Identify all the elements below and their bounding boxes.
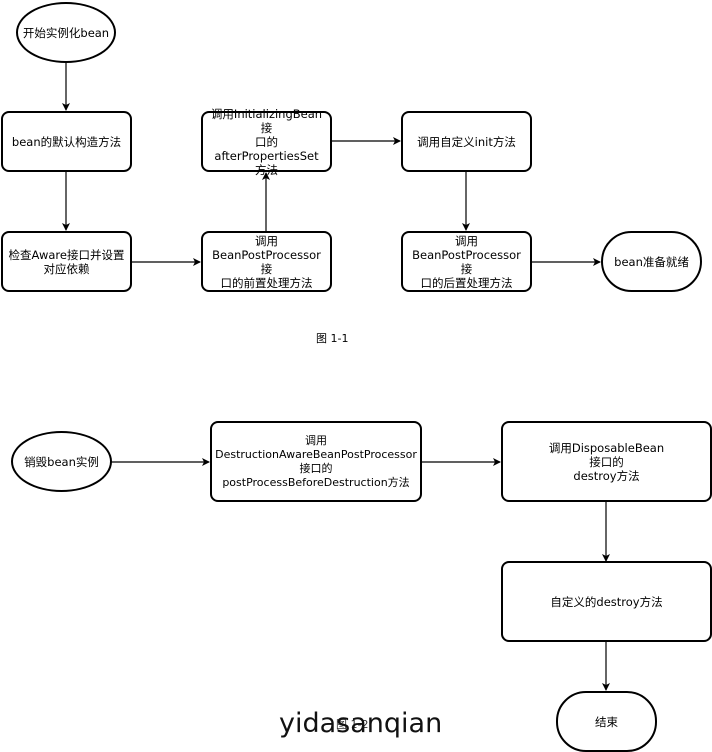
- figure-caption-2: 图 1-2: [336, 718, 369, 731]
- bean-ready-node: bean准备就绪: [601, 231, 702, 292]
- figure-caption-1: 图 1-1: [316, 332, 349, 345]
- after-initialization-node: 调用 BeanPostProcessor接 口的后置处理方法: [401, 231, 532, 292]
- default-constructor-node: bean的默认构造方法: [1, 111, 132, 172]
- check-aware-node: 检查Aware接口并设置 对应依赖: [1, 231, 132, 292]
- destroy-start-node: 销毁bean实例: [11, 431, 112, 492]
- after-properties-set-node: 调用InitializingBean接 口的afterPropertiesSet…: [201, 107, 332, 177]
- start-node: 开始实例化bean: [16, 2, 116, 63]
- end-node: 结束: [556, 691, 657, 752]
- before-initialization-node: 调用 BeanPostProcessor接 口的前置处理方法: [201, 231, 332, 292]
- watermark-text: yidasanqian: [279, 708, 443, 739]
- custom-init-node: 调用自定义init方法: [401, 111, 532, 172]
- custom-destroy-node: 自定义的destroy方法: [501, 561, 712, 642]
- disposable-bean-node: 调用DisposableBean 接口的 destroy方法: [501, 421, 712, 502]
- destruction-aware-node: 调用 DestructionAwareBeanPostProcessor 接口的…: [210, 421, 422, 502]
